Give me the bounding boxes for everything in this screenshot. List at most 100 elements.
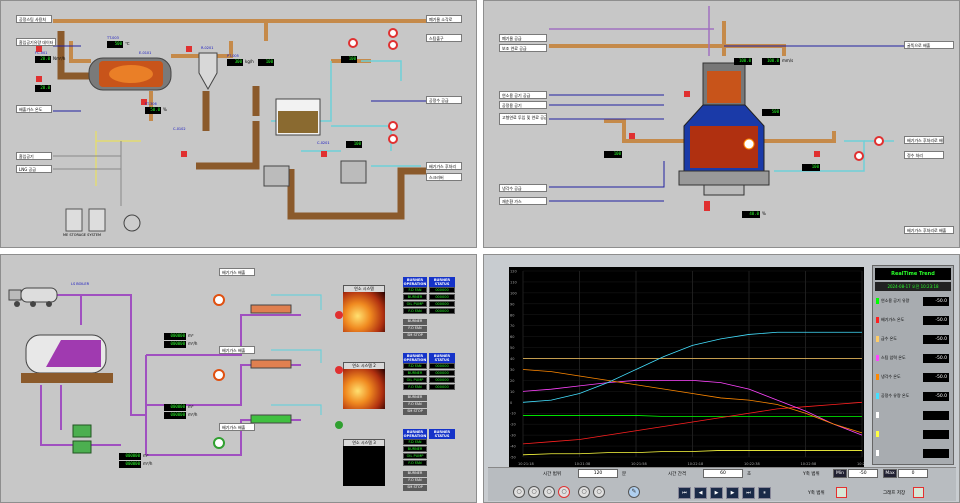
burner-row: BURNER	[403, 294, 427, 300]
fan-icon[interactable]	[874, 136, 884, 146]
step-back-icon[interactable]: ◀	[694, 487, 707, 499]
label-stack: 굴뚝으로 배출	[904, 41, 954, 49]
label-exhaust: 배출가스 온도	[16, 105, 52, 113]
trend-legend-swatch	[876, 317, 879, 323]
y-range-button[interactable]	[836, 487, 847, 498]
burner-row[interactable]: BURNER	[403, 471, 427, 477]
burner-row: F.D FAN	[403, 363, 427, 369]
fan-icon[interactable]	[348, 38, 358, 48]
value-readout: 000000	[164, 333, 186, 340]
trend-legend-item[interactable]	[875, 446, 951, 462]
label-to-exhaust: 배기가스 후처리	[426, 162, 462, 170]
x-tick-label: 10:22:38	[744, 462, 760, 466]
trend-legend-swatch	[876, 336, 879, 342]
valve-icon[interactable]	[36, 76, 42, 82]
valve-icon[interactable]	[335, 366, 343, 374]
play-icon[interactable]: ▶	[710, 487, 723, 499]
trend-legend-swatch	[876, 431, 879, 437]
label-steam-use: 공정스팀 사용처	[16, 15, 52, 23]
burner-icon[interactable]	[743, 138, 755, 150]
fan-icon[interactable]	[388, 28, 398, 38]
burner-row[interactable]: BURNER	[403, 395, 427, 401]
pause-icon[interactable]: ⏸	[758, 487, 771, 499]
valve-icon[interactable]	[684, 91, 690, 97]
valve-icon[interactable]	[36, 46, 42, 52]
upper-chamber-fire	[707, 71, 741, 103]
trend-legend-item[interactable]	[875, 427, 951, 443]
tool-button-3[interactable]: ○	[543, 486, 555, 498]
interval-input[interactable]: 60	[703, 469, 743, 478]
min-input[interactable]: -50	[848, 469, 878, 478]
value-readout: 20.0	[35, 85, 51, 92]
trend-legend-label: 급수 온도	[881, 336, 897, 341]
storage-tank-2	[88, 208, 106, 232]
tool-button-4[interactable]: ○	[558, 486, 570, 498]
graph-save-button[interactable]	[913, 487, 924, 498]
burner-row[interactable]: SM STOP	[403, 333, 427, 339]
valve-icon[interactable]	[814, 151, 820, 157]
settings-icon[interactable]: ✎	[628, 486, 640, 498]
tool-button-1[interactable]: ○	[513, 486, 525, 498]
y-tick-label: 80	[510, 313, 514, 317]
trend-legend-item[interactable]: 스팀 압력 온도-50.0	[875, 351, 951, 367]
fan-icon[interactable]	[388, 121, 398, 131]
label-water: 공정수 공급	[426, 96, 462, 104]
trend-legend-item[interactable]: 냉각수 온도-50.0	[875, 370, 951, 386]
valve-icon[interactable]	[181, 151, 187, 157]
burner-status-cell: 000000	[429, 294, 455, 300]
burner-row[interactable]: SM STOP	[403, 409, 427, 415]
tag-label: C-0102	[173, 127, 186, 131]
unit-label: %	[762, 211, 766, 216]
valve-icon[interactable]	[629, 133, 635, 139]
trend-legend-item[interactable]: 급수 온도 -50.0	[875, 332, 951, 348]
fan-icon[interactable]	[388, 134, 398, 144]
trend-chart: 1201101009080706050403020100-10-20-30-40…	[509, 267, 864, 467]
burner-row[interactable]: F.O FAN	[403, 402, 427, 408]
burner-row: F.O FAN	[403, 460, 427, 466]
tool-button-6[interactable]: ○	[593, 486, 605, 498]
trend-legend-value: -50.0	[923, 392, 949, 401]
trend-legend-item[interactable]	[875, 408, 951, 424]
burner-row: OIL PUMP	[403, 453, 427, 459]
trend-legend-value: -50.0	[923, 335, 949, 344]
pump-icon[interactable]	[72, 440, 92, 454]
burner-row: F.D FAN	[403, 439, 427, 445]
step-forward-icon[interactable]: ▶	[726, 487, 739, 499]
unit-label: m³	[188, 404, 194, 409]
skip-forward-icon[interactable]: ⏭	[742, 487, 755, 499]
scale-input[interactable]: 120	[578, 469, 618, 478]
valve-icon[interactable]	[141, 99, 147, 105]
trend-legend-value	[923, 411, 949, 420]
fan-icon[interactable]	[213, 369, 225, 381]
tool-button-2[interactable]: ○	[528, 486, 540, 498]
valve-icon[interactable]	[321, 151, 327, 157]
tag-label: TT-003	[107, 36, 119, 40]
y-tick-label: -40	[510, 445, 516, 449]
tool-button-5[interactable]: ○	[578, 486, 590, 498]
trend-legend-item[interactable]: 연소용 공기 유량-50.0	[875, 294, 951, 310]
unit-label: m³/h	[188, 341, 198, 346]
valve-icon[interactable]	[335, 421, 343, 429]
trend-legend-item[interactable]: 공정수 유량 온도-50.0	[875, 389, 951, 405]
fan-icon[interactable]	[854, 151, 864, 161]
fan-icon[interactable]	[213, 437, 225, 449]
fan-icon[interactable]	[213, 294, 225, 306]
burner-row[interactable]: F.O FAN	[403, 326, 427, 332]
trend-legend-item[interactable]: 배기가스 온도-50.0	[875, 313, 951, 329]
burner-row[interactable]: SM STOP	[403, 485, 427, 491]
valve-icon[interactable]	[186, 46, 192, 52]
label-out-1: 배기가스 후처리로 배출	[904, 136, 944, 144]
fan-icon[interactable]	[388, 40, 398, 50]
burner-row[interactable]: F.O FAN	[403, 478, 427, 484]
trend-legend-value: -50.0	[923, 316, 949, 325]
water-pipes	[774, 140, 894, 172]
max-input[interactable]: 0	[898, 469, 928, 478]
tanker-truck	[20, 287, 58, 303]
pump-icon[interactable]	[72, 424, 92, 438]
valve-icon[interactable]	[704, 201, 710, 211]
value-readout: 300	[227, 59, 243, 66]
burner-row[interactable]: BURNER	[403, 319, 427, 325]
skip-back-icon[interactable]: ⏮	[678, 487, 691, 499]
valve-icon[interactable]	[335, 311, 343, 319]
interval-unit: 초	[747, 472, 752, 477]
